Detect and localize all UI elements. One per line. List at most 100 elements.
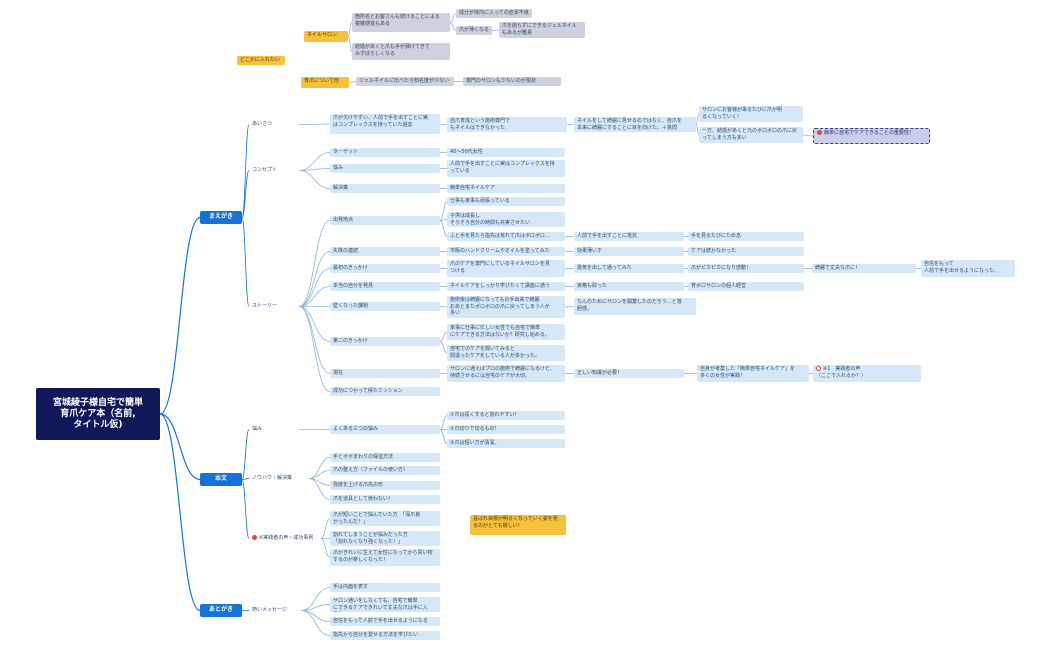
node-s3b[interactable]: 勇気を出して通ってみた: [574, 264, 684, 273]
node-text: あいさつ: [252, 121, 273, 127]
node-s7c[interactable]: 自身が考案した「簡単自宅ネイルケア」を 多くの女性が実践！: [697, 365, 809, 382]
node-h2[interactable]: 爪の整え方（ファイルの使い方）: [330, 466, 440, 475]
node-s1[interactable]: 出発地点: [330, 216, 440, 225]
node-t5[interactable]: 爪を削らずにできるジェルネイル もあるが難易: [499, 22, 585, 38]
node-s2c[interactable]: ケアは続かなかった: [688, 247, 804, 256]
node-text: 成分が体内に入っての症状不良: [459, 10, 529, 16]
connector-honbun-nouhau: [241, 478, 250, 480]
node-n2[interactable]: ②爪切りで切るもの！: [447, 425, 565, 434]
node-s1c[interactable]: ふと手を見たら指先は荒れて爪はボロボロ…: [447, 232, 565, 241]
node-t1[interactable]: ネイルサロン: [304, 31, 348, 42]
node-t0[interactable]: どこかに入れたい: [237, 56, 285, 65]
node-v3[interactable]: 爪がきれいに生えて女性になってから買い物 するのが楽しくなった！: [330, 549, 440, 566]
node-s1c3[interactable]: 手を見るたびにため息: [688, 232, 804, 241]
node-t6[interactable]: 結婚があくと爪も手が弾けてきて みすぼらしくなる: [352, 43, 450, 60]
node-aisatsu[interactable]: あいさつ: [249, 120, 299, 129]
node-root[interactable]: 宮城綾子様自宅で簡単 育爪ケア本（名前, タイトル仮): [36, 388, 160, 440]
node-s2b[interactable]: 効果薄いす: [574, 247, 684, 256]
node-c1v[interactable]: 40～50代女性: [447, 148, 565, 157]
node-maegaki[interactable]: まえがき: [200, 211, 242, 224]
node-s3e[interactable]: 自信をもって 人前で手を出せるようになった。: [921, 260, 1015, 277]
node-s1b[interactable]: 子供は成長し そろそろ自分の時間も充実させたい: [447, 212, 565, 227]
node-t3[interactable]: 成分が体内に入っての症状不良: [456, 9, 532, 18]
node-s5a[interactable]: 施術後は綺麗になってもの手出来で綺麗 おあとまたボロボロの爪に戻ってしまう人が …: [447, 296, 565, 318]
node-a2[interactable]: 自爪育成という施術専門で もネイルはできなかった: [447, 117, 567, 132]
connector-root-honbun: [159, 413, 201, 481]
node-n1[interactable]: ①爪は長くすると割れやすい！: [447, 411, 565, 420]
node-s4c[interactable]: 育ボロサロンの個人経営: [688, 282, 804, 291]
node-v1[interactable]: 爪が短いことで悩んでいた方 「深爪良 かったんだ！」: [330, 511, 440, 526]
connector-maegaki-concept: [241, 170, 250, 218]
node-s7a[interactable]: サロンに通えばプロの施術で綺麗になるけど、 持続させるには自宅のケアが大切。: [447, 365, 565, 382]
node-s2[interactable]: 失敗の連続: [330, 247, 440, 256]
node-t7[interactable]: 育爪について他: [301, 77, 349, 88]
node-s6[interactable]: 第二のきっかけ: [330, 337, 440, 346]
node-s8[interactable]: 成功につかって得たミッション: [330, 387, 440, 396]
node-n3[interactable]: ③爪は短い方が清潔。: [447, 439, 565, 448]
connector-t7-t8: [348, 81, 357, 83]
node-m3[interactable]: 自信をもって人前で手を出せるようになる: [330, 617, 440, 626]
node-c2v[interactable]: 人前で手を出すことに実はコンプレックスを持 っている: [447, 160, 565, 177]
node-a4[interactable]: サロンにお客様が来るたびに爪が明 るくなっていく！: [699, 106, 803, 122]
node-c1[interactable]: ターゲット: [330, 148, 440, 157]
node-s5[interactable]: 壁くなった課題: [330, 302, 440, 311]
node-story[interactable]: ストーリー: [249, 302, 299, 311]
connector-s5-s5a: [439, 306, 448, 308]
node-text: 爪が欠けやすい、人前で手を出すことに実 はコンプレックスを持っていた過去: [333, 115, 429, 128]
node-h1[interactable]: 手とボボまわりの保湿方法: [330, 453, 440, 462]
node-m2[interactable]: サロン通いをしなくても、自宅で簡単 にできるケアできれいで丈夫な爪は手に入る！: [330, 597, 440, 612]
node-atogaki[interactable]: あとがき: [200, 604, 242, 617]
node-text: ②爪切りで切るもの！: [450, 426, 500, 432]
connector-a1-a2: [439, 123, 448, 125]
node-n0[interactable]: よくある三つの悩み: [330, 425, 440, 434]
node-h3[interactable]: 強度を上げる爪先の形: [330, 481, 440, 490]
node-text: 爪を削らずにできるジェルネイル もあるが難易: [502, 23, 577, 36]
node-s4b[interactable]: 資格も取った: [574, 282, 684, 291]
node-s6a[interactable]: 家事に仕事に忙しい女性でも自宅で簡単 にケアできる方法はないか？研究し始める。: [447, 324, 565, 340]
node-s5b[interactable]: なんのためにサロンを開業したのだろう…と落 胆感。: [574, 298, 696, 315]
node-a6[interactable]: 簡単に自宅でケアできることの重要性！: [813, 128, 930, 144]
node-c2[interactable]: 悩み: [330, 164, 440, 173]
node-t9[interactable]: 専門のサロンも少ないのが現状: [463, 77, 561, 86]
connector-t2-t3: [449, 13, 457, 23]
node-text: 育ボロサロンの個人経営: [691, 283, 747, 289]
node-s3d[interactable]: 綺麗で丈夫な爪に！: [812, 264, 916, 273]
node-t2[interactable]: 箇所名とお客さんも続けることによる 複雑感覚もある: [352, 13, 450, 32]
node-t8[interactable]: ジェルネイルに比べたら知名度が少ない: [356, 77, 454, 86]
node-a5[interactable]: 一方、結婚があくと元のボロボロの爪に戻 ってしまう方も多い: [699, 127, 803, 143]
node-m4[interactable]: 指先から自分を愛せる方法を学びたい: [330, 631, 440, 640]
node-nayami[interactable]: 悩み: [249, 425, 299, 434]
node-text: 自爪育成という施術専門で もネイルはできなかった: [450, 118, 511, 131]
node-s2a[interactable]: 市販のハンドクリームやオイルを塗ってみた: [447, 247, 565, 256]
connector-honbun-voice: [241, 479, 250, 539]
node-s1c2[interactable]: 人前で手を出すことに抵抗: [574, 232, 684, 241]
node-text: ネイルケアをしっかり学びたくて講座に通う: [450, 283, 550, 289]
node-s3a[interactable]: 爪のケアを専門にしているネイルサロンを見 つける: [447, 260, 565, 277]
node-voice[interactable]: ※実践者の声・成功事例: [249, 534, 321, 543]
node-c3v[interactable]: 簡単自宅ネイルケア: [447, 184, 565, 193]
node-text: ターゲット: [333, 149, 359, 155]
node-honbun[interactable]: 本文: [200, 473, 242, 486]
node-vnote[interactable]: 喜ばれ目標が明るくなっていく姿を見 るのがとても嬉しい！: [470, 515, 566, 535]
node-s7[interactable]: 現在: [330, 369, 440, 378]
node-s6b[interactable]: 自宅でのケアを聞いてみると 間違ったケアをしている人が多かった。: [447, 345, 565, 361]
node-s1a[interactable]: 仕事も家事も頑張っている: [447, 197, 565, 206]
node-t4[interactable]: 爪が薄くなる: [456, 26, 492, 35]
node-omoi[interactable]: 熱いメッセージ: [249, 606, 301, 615]
node-s3c[interactable]: 爪がピカピカになり感動！: [688, 264, 804, 273]
node-s4[interactable]: 本当の自分を発見: [330, 282, 440, 291]
node-m1[interactable]: 手は内面を表す: [330, 583, 440, 592]
node-nouhau[interactable]: ノウハウ・解決策: [249, 474, 309, 483]
node-s7b[interactable]: 正しい知識が必要！: [574, 369, 684, 378]
node-a1[interactable]: 爪が欠けやすい、人前で手を出すことに実 はコンプレックスを持っていた過去: [330, 114, 440, 134]
node-c3[interactable]: 解決策: [330, 184, 440, 193]
node-concept[interactable]: コンセプト: [249, 166, 299, 175]
node-s7d[interactable]: ※1 実践者の声 （ここで入れるか？）: [813, 365, 921, 382]
node-s3[interactable]: 最初のきっかけ: [330, 264, 440, 273]
node-a3[interactable]: ネイルをして綺麗に見せるのではなく、自爪を 本来に綺麗にすることに目を向けた。＋…: [574, 117, 696, 132]
node-h4[interactable]: 爪を道具として使わない！: [330, 495, 440, 504]
node-s4a[interactable]: ネイルケアをしっかり学びたくて講座に通う: [447, 282, 565, 291]
node-text: 資格も取った: [577, 283, 608, 289]
node-text: 子供は成長し そろそろ自分の時間も充実させたい: [450, 213, 531, 226]
node-v2[interactable]: 割れてしまうことが悩みだった方 「割れなくなり強くなった！」: [330, 531, 440, 546]
